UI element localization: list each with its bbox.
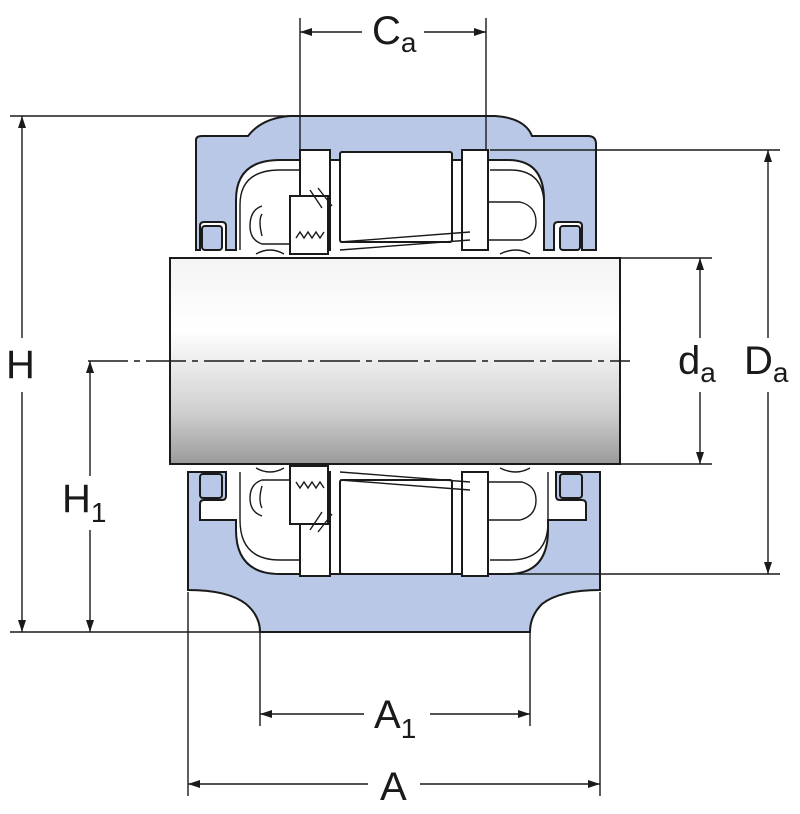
dim-h xyxy=(10,115,300,633)
label-da-big: Da xyxy=(744,339,789,388)
label-h: H xyxy=(6,343,35,387)
dim-a xyxy=(187,592,601,796)
seal-left-bottom xyxy=(199,473,223,499)
seal-right-top xyxy=(559,225,581,251)
label-ca: Ca xyxy=(372,9,417,58)
dim-ca xyxy=(299,18,487,150)
dim-da-big xyxy=(490,149,780,575)
seal-left-top xyxy=(201,225,223,251)
dim-da-small xyxy=(620,257,712,465)
housing-base xyxy=(187,471,601,633)
bearing-bottom xyxy=(239,465,549,577)
dim-a1 xyxy=(259,632,531,726)
label-da-small: da xyxy=(678,339,716,388)
label-h1: H1 xyxy=(62,477,106,528)
label-a: A xyxy=(380,765,407,809)
label-a1: A1 xyxy=(374,693,416,744)
seal-right-bottom xyxy=(559,473,583,499)
bearing-top xyxy=(239,149,545,255)
